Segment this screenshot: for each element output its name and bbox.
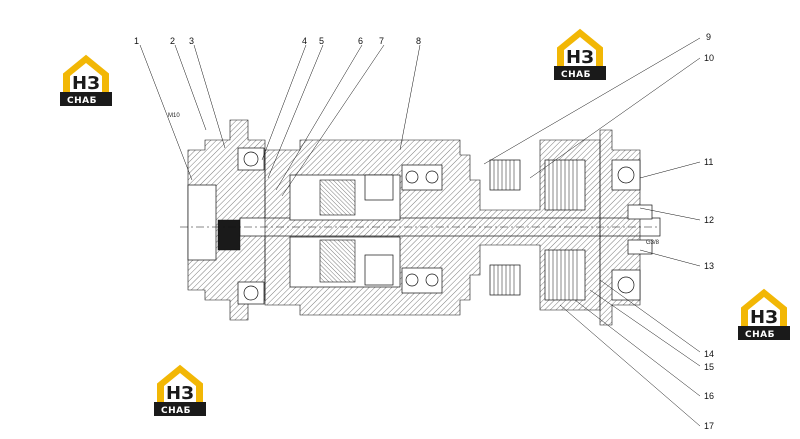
- logo-text-top: НЗ: [72, 73, 100, 94]
- callout-9: 9: [706, 32, 711, 42]
- watermark-logo-right: НЗ СНАБ: [737, 289, 791, 341]
- watermark-logo-bottom-left: НЗ СНАБ: [153, 365, 207, 417]
- callout-11: 11: [704, 157, 713, 167]
- callout-12: 12: [704, 215, 714, 225]
- callout-3: 3: [189, 36, 194, 46]
- callout-15: 15: [704, 362, 714, 372]
- callout-2: 2: [170, 36, 175, 46]
- callout-5: 5: [319, 36, 324, 46]
- logo-text-top: НЗ: [750, 307, 778, 328]
- callout-16: 16: [704, 391, 714, 401]
- callout-8: 8: [416, 36, 421, 46]
- callout-7: 7: [379, 36, 384, 46]
- note-top-left: M10: [168, 113, 180, 119]
- callout-17: 17: [704, 421, 714, 431]
- drawing-body: [180, 119, 661, 326]
- callout-4: 4: [302, 36, 307, 46]
- logo-text-bottom: СНАБ: [67, 96, 97, 106]
- logo-text-bottom: СНАБ: [745, 330, 775, 340]
- logo-text-bottom: СНАБ: [161, 406, 191, 416]
- note-right: G3/8: [646, 240, 660, 246]
- callout-6: 6: [358, 36, 363, 46]
- callout-labels: 1 2 3 4 5 6 7 8 9 10 11 12 13 14 15 16 1…: [134, 32, 714, 431]
- callout-1: 1: [134, 36, 139, 46]
- logo-text-top: НЗ: [566, 47, 594, 68]
- watermark-logo-top-left: НЗ СНАБ: [59, 55, 113, 107]
- leader-lines: [139, 37, 701, 427]
- logo-text-top: НЗ: [166, 383, 194, 404]
- callout-14: 14: [704, 349, 714, 359]
- watermark-logo-top-center: НЗ СНАБ: [553, 29, 607, 81]
- callout-13: 13: [704, 261, 714, 271]
- callout-10: 10: [704, 53, 714, 63]
- logo-text-bottom: СНАБ: [561, 70, 591, 80]
